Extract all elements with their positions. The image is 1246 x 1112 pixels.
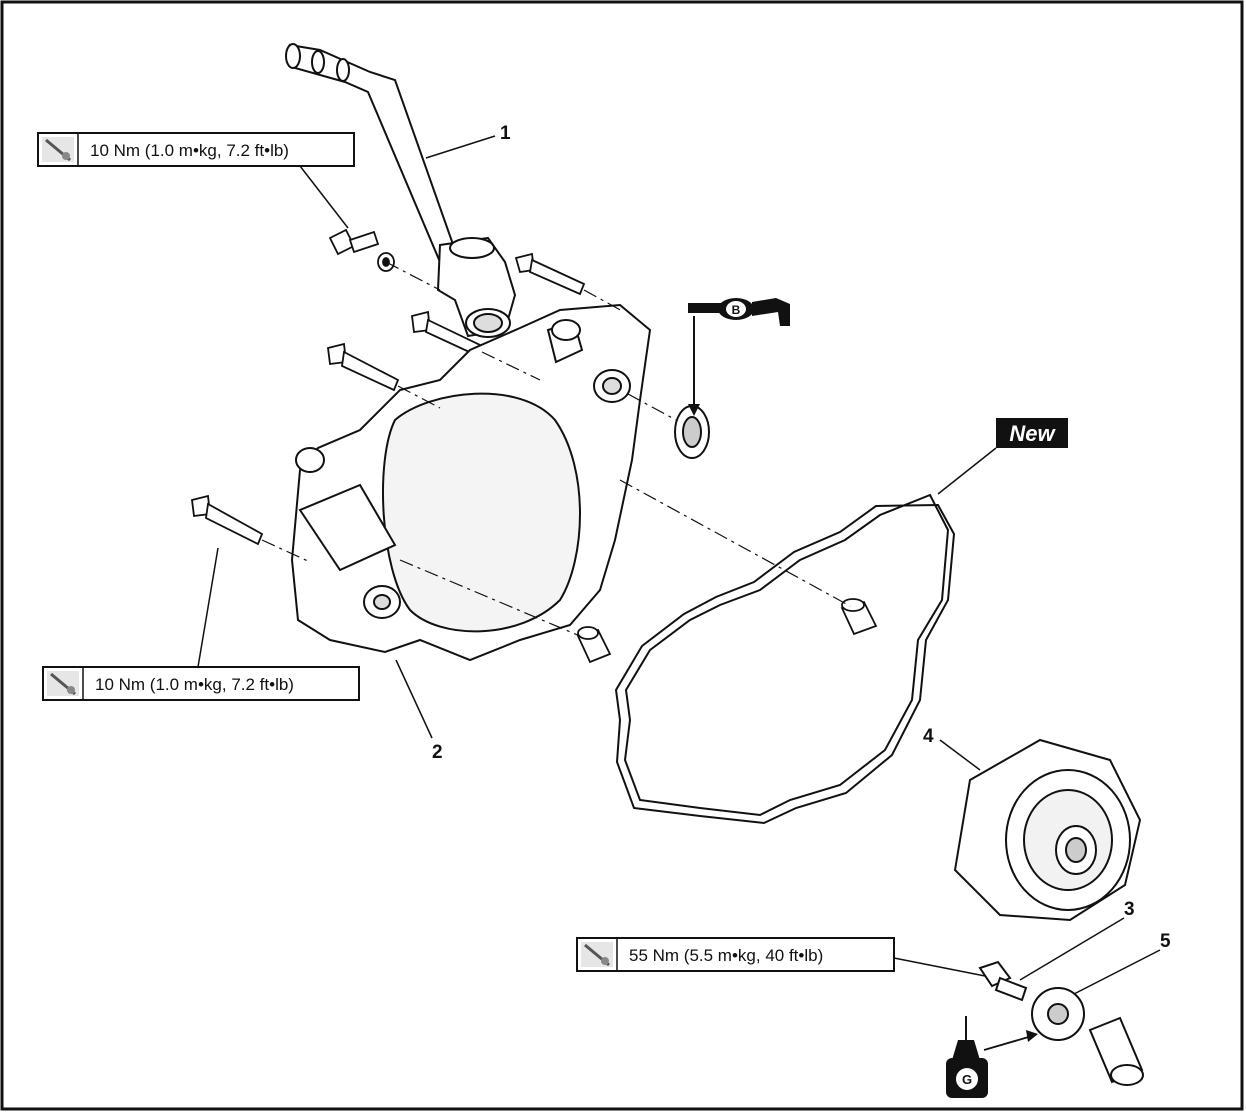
- torque-wrench-icon: [581, 942, 613, 967]
- cover-bolt: [327, 342, 400, 392]
- cover-gasket: [614, 493, 956, 825]
- callout-4: 4: [923, 726, 981, 771]
- crankcase-cover: [290, 303, 652, 662]
- leader-lines: [197, 165, 986, 977]
- lever-bolt: [328, 228, 395, 272]
- svg-text:1: 1: [500, 123, 511, 144]
- torque-wrench-icon: [47, 671, 79, 696]
- new-badge-leader: [937, 447, 997, 495]
- assembly-lines: [261, 261, 851, 637]
- new-badge-label: New: [1009, 421, 1056, 446]
- callout-1: 1: [425, 123, 511, 159]
- torque-spec-text: 10 Nm (1.0 m•kg, 7.2 ft•lb): [90, 141, 289, 160]
- grease-symbol: B: [688, 298, 790, 416]
- callout-2: 2: [395, 659, 443, 763]
- primary-drive-gear: [1031, 987, 1085, 1041]
- svg-text:4: 4: [923, 726, 934, 747]
- locktite-symbol: G: [946, 1016, 1038, 1098]
- kick-starter-lever: [285, 43, 517, 338]
- grease-symbol-label: B: [732, 303, 741, 317]
- clutch-housing: [953, 738, 1142, 922]
- torque-wrench-icon: [42, 137, 74, 162]
- callout-5: 5: [1073, 931, 1171, 995]
- torque-spec-box-1: 10 Nm (1.0 m•kg, 7.2 ft•lb): [37, 132, 355, 167]
- torque-spec-box-2: 10 Nm (1.0 m•kg, 7.2 ft•lb): [42, 666, 360, 701]
- callout-3: 3: [1019, 899, 1135, 981]
- torque-spec-text: 10 Nm (1.0 m•kg, 7.2 ft•lb): [95, 675, 294, 694]
- dowel-pin: [840, 598, 878, 636]
- torque-spec-box-3: 55 Nm (5.5 m•kg, 40 ft•lb): [576, 937, 895, 972]
- svg-text:2: 2: [432, 742, 443, 763]
- locktite-symbol-label: G: [962, 1072, 972, 1087]
- svg-text:5: 5: [1160, 931, 1171, 952]
- spacer-collar: [1088, 1016, 1144, 1086]
- cover-bolt: [514, 252, 586, 296]
- torque-spec-text: 55 Nm (5.5 m•kg, 40 ft•lb): [629, 946, 823, 965]
- oil-seal: [674, 405, 710, 459]
- svg-text:3: 3: [1124, 899, 1135, 920]
- new-badge: New: [996, 418, 1068, 448]
- primary-drive-nut: [978, 960, 1028, 1002]
- dowel-pin: [576, 626, 612, 664]
- cover-bolt: [191, 494, 264, 546]
